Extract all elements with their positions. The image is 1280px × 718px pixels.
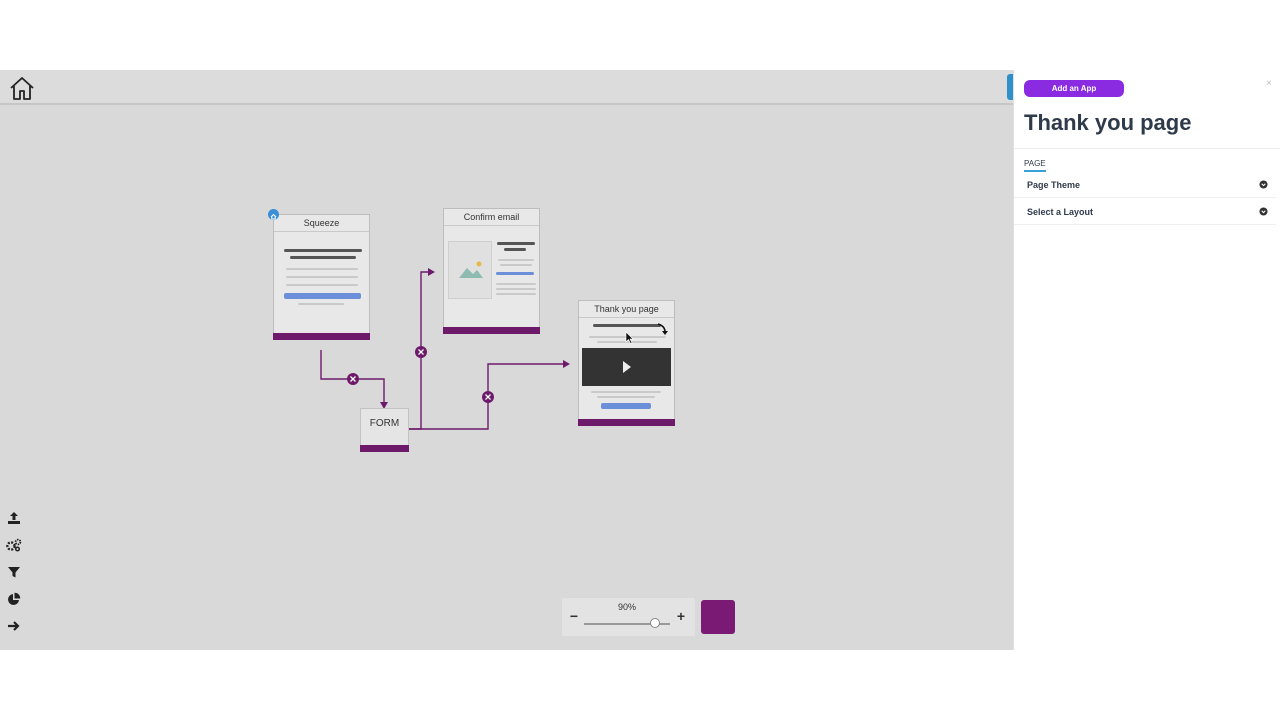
home-icon[interactable] [8,74,36,102]
select-layout-label: Select a Layout [1027,207,1094,217]
add-app-button[interactable]: Add an App [1024,80,1124,97]
zoom-out-button[interactable]: − [569,608,579,624]
zoom-slider-handle[interactable] [650,618,660,628]
play-icon [623,361,631,373]
upload-icon[interactable] [4,506,24,530]
form-node-footer [360,445,409,452]
page-card-footer [578,419,675,426]
zoom-control: − 90% + [562,598,695,636]
expand-circle-icon[interactable] [1259,207,1268,216]
video-placeholder [582,348,671,386]
settings-icon[interactable] [4,533,24,557]
funnel-connectors [320,268,570,430]
page-card-thank-you[interactable]: Thank you page [578,300,675,426]
panel-divider [1014,148,1280,149]
page-theme-label: Page Theme [1027,180,1081,190]
theme-color-swatch[interactable] [701,600,735,634]
panel-title: Thank you page [1024,110,1192,135]
filter-icon[interactable] [4,560,24,584]
page-card-footer [273,333,370,340]
select-layout-row[interactable]: Select a Layout [1014,198,1276,225]
page-theme-row[interactable]: Page Theme [1014,171,1276,198]
zoom-level-label: 90% [618,602,637,612]
expand-circle-icon[interactable] [1259,180,1268,189]
page-card-confirm-email[interactable]: Confirm email [443,208,540,334]
form-node[interactable]: FORM [360,408,409,452]
page-background [0,650,1280,718]
page-card-title: Confirm email [444,209,539,226]
start-page-icon [268,209,279,220]
form-node-label: FORM [369,418,400,429]
tab-page[interactable]: PAGE [1024,159,1046,172]
canvas-toolbar [4,506,24,641]
cursor-icon [625,323,668,344]
page-card-footer [443,327,540,334]
zoom-slider-track[interactable] [584,623,670,625]
page-card-title: Thank you page [579,301,674,318]
pie-chart-icon[interactable] [4,587,24,611]
arrow-right-icon[interactable] [4,614,24,638]
canvas-top-bar [0,70,1013,105]
page-card-squeeze[interactable]: Squeeze [273,214,370,340]
close-panel-button[interactable]: × [1266,78,1272,89]
page-card-title: Squeeze [274,215,369,232]
zoom-in-button[interactable]: + [676,608,686,624]
page-settings-panel: Add an App × Thank you page PAGE Page Th… [1013,70,1280,650]
panel-edge-tab[interactable] [1007,74,1013,100]
image-placeholder-icon [448,241,492,299]
remove-connector-icon [347,346,494,403]
funnel-canvas[interactable] [0,70,1013,650]
